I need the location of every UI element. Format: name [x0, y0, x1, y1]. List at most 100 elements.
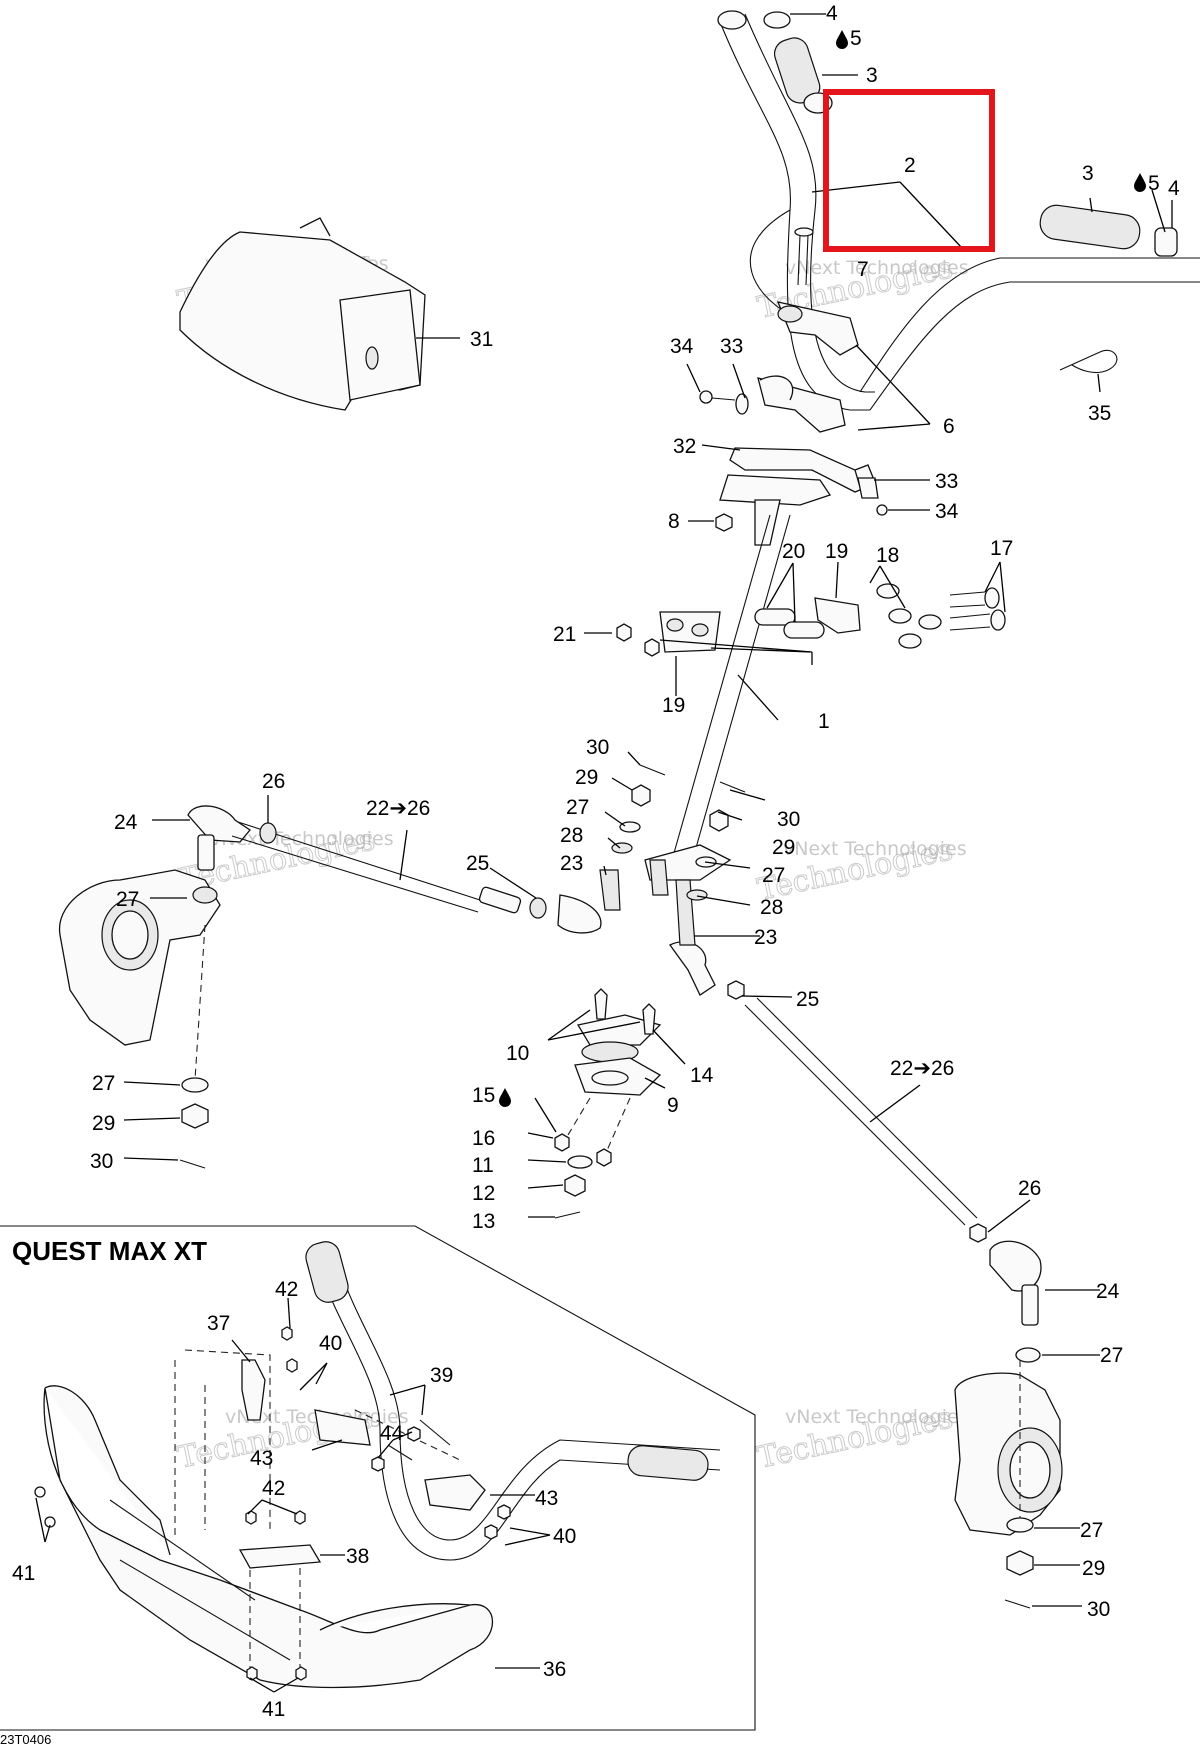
part-label: 14: [690, 1064, 714, 1087]
part-label: 22➔26: [890, 1057, 954, 1080]
screw-34: [699, 390, 749, 415]
watermark: vNext Technologies: [783, 838, 967, 860]
part-label: 23: [754, 926, 777, 949]
part-label: 18: [876, 544, 899, 567]
drawing-code: 23T0406: [0, 1732, 51, 1747]
part-label: 23: [560, 852, 583, 875]
part-label: 20: [782, 540, 805, 563]
oil-drop-icon: [499, 1088, 511, 1107]
watermark: vNext Technologies: [785, 1406, 969, 1428]
part-label: 30: [1087, 1598, 1110, 1621]
part-label: 12: [472, 1182, 495, 1205]
part-label: 24: [1096, 1280, 1120, 1303]
part-label: 3: [866, 64, 878, 87]
part-label: 7: [857, 258, 869, 281]
part-label: 4: [1168, 177, 1180, 200]
part-label: 30: [586, 736, 609, 759]
part-label: 16: [472, 1127, 495, 1150]
clip-33: [857, 477, 879, 499]
part-label: 29: [92, 1112, 115, 1135]
part-label: 15: [472, 1084, 495, 1107]
part-label: 28: [760, 896, 783, 919]
part-label: 43: [250, 1447, 273, 1470]
part-label: 21: [553, 623, 576, 646]
part-label: 41: [262, 1698, 285, 1721]
part-label: 30: [90, 1150, 113, 1173]
part-label: 5: [1148, 172, 1160, 195]
part-label: 13: [472, 1210, 495, 1233]
right-spindle: [954, 1347, 1063, 1609]
steering-column: [644, 474, 832, 896]
part-label: 31: [470, 328, 493, 351]
part-label: 26: [1018, 1177, 1041, 1200]
part-label: 29: [575, 766, 598, 789]
part-label: 33: [720, 335, 743, 358]
part-label: 27: [1100, 1344, 1123, 1367]
nut-34: [876, 504, 888, 516]
part-label: 35: [1088, 402, 1111, 425]
part-label: 11: [472, 1154, 494, 1177]
part-label: 9: [667, 1094, 679, 1117]
right-grip: [1039, 204, 1178, 257]
part-label: 29: [1082, 1557, 1105, 1580]
part-label: 32: [673, 435, 696, 458]
part-label: 33: [935, 470, 958, 493]
part-label: 36: [543, 1658, 566, 1681]
part-label: 28: [560, 824, 583, 847]
part-label: 27: [116, 888, 139, 911]
part-label: 42: [262, 1477, 285, 1500]
part-label: 5: [850, 27, 862, 50]
part-label: 29: [772, 836, 795, 859]
part-label: 44: [380, 1422, 404, 1445]
part-label: 30: [777, 808, 800, 831]
part-label: 27: [566, 796, 589, 819]
steering-support-assembly: [616, 583, 1006, 657]
inset-title: QUEST MAX XT: [12, 1236, 207, 1266]
left-spindle: [58, 869, 221, 1169]
part-label: 27: [1080, 1519, 1103, 1542]
part-label: 19: [825, 540, 848, 563]
upper-clamp: [757, 301, 859, 433]
left-grip: [763, 11, 833, 114]
part-label: 43: [535, 1487, 558, 1510]
nut-8: [715, 513, 733, 532]
part-label: 25: [796, 988, 819, 1011]
watermark: vNext Technologies: [210, 828, 394, 850]
part-label: 2: [904, 154, 916, 177]
part-label: 34: [935, 500, 959, 523]
part-label: 39: [430, 1364, 453, 1387]
part-labels: 4 5 3 2 3 5 4 7 31 34 33 6 35 32 33 34 8…: [12, 2, 1180, 1721]
part-label: 6: [943, 415, 955, 438]
part-label: 24: [114, 811, 138, 834]
part-label: 8: [668, 510, 680, 533]
hood-cover-31: [179, 217, 426, 411]
oil-drop-icon: [1134, 173, 1146, 192]
screw-7: [794, 227, 814, 286]
leader-lines: [35, 13, 1173, 1693]
arm-hardware: [599, 764, 746, 911]
highlight-box: [823, 89, 995, 252]
part-label: 26: [262, 770, 285, 793]
part-label: 17: [990, 537, 1013, 560]
part-label: 42: [275, 1278, 298, 1301]
part-label: 25: [466, 852, 489, 875]
part-label: 19: [662, 694, 685, 717]
part-label: 40: [553, 1525, 576, 1548]
left-tie-rod: [187, 805, 602, 934]
part-label: 41: [12, 1562, 35, 1585]
part-label: 4: [826, 2, 838, 25]
quest-max-xt-inset: QUEST MAX XT: [0, 1225, 756, 1731]
cable-tie: [1059, 349, 1118, 374]
part-label: 40: [319, 1332, 342, 1355]
part-label: 27: [92, 1072, 115, 1095]
part-label: 38: [346, 1545, 369, 1568]
part-label: 34: [670, 335, 694, 358]
part-label: 3: [1082, 162, 1094, 185]
oil-drop-icon: [836, 30, 848, 49]
part-label: 37: [207, 1312, 230, 1335]
part-label: 10: [506, 1042, 529, 1065]
watermark: vNext Technologies: [785, 257, 969, 279]
right-tie-rod: [669, 879, 1042, 1326]
part-label: 1: [818, 710, 830, 733]
